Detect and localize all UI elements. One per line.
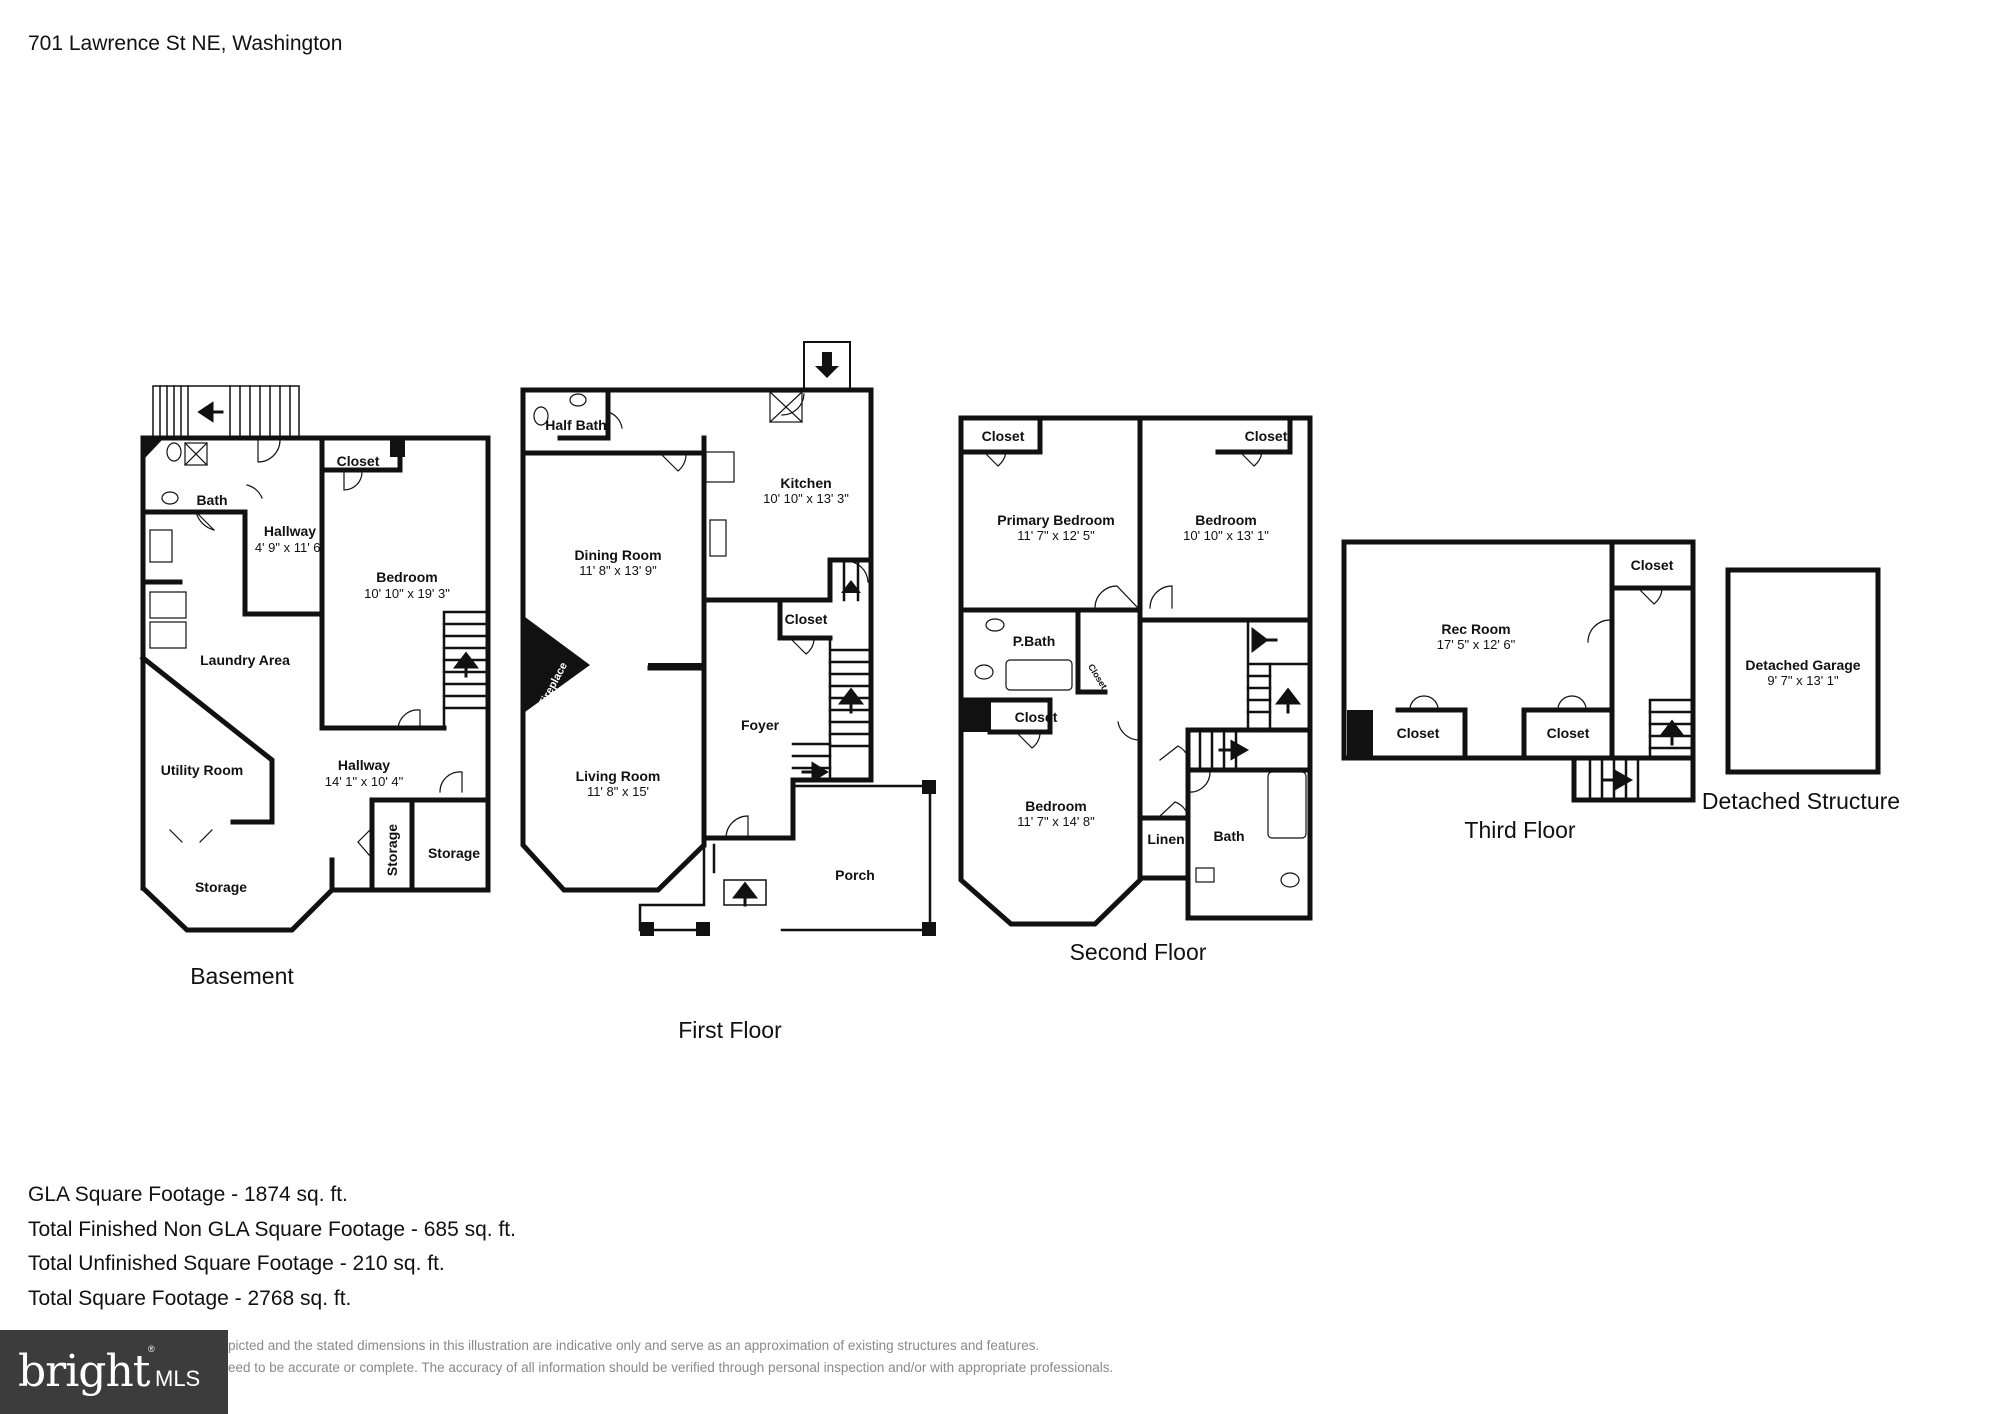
logo-suffix: MLS — [155, 1366, 201, 1391]
room-label: Half Bath — [545, 417, 606, 433]
square-footage-summary: GLA Square Footage - 1874 sq. ft. Total … — [28, 1178, 516, 1316]
stat-line: GLA Square Footage - 1874 sq. ft. — [28, 1183, 348, 1206]
room-label: Bedroom — [1195, 512, 1256, 528]
room-label: Closet — [1547, 725, 1590, 741]
basement-exterior-stairs — [152, 385, 300, 439]
room-label: Rec Room — [1441, 621, 1510, 637]
room-label: Dining Room — [574, 547, 661, 563]
room-label: Closet — [785, 611, 828, 627]
stat-line: Total Square Footage - 2768 sq. ft. — [28, 1286, 352, 1310]
stat-line: Total Finished Non GLA Square Footage - … — [28, 1217, 516, 1241]
room-label: Hallway — [338, 757, 390, 773]
room-label: Closet — [1086, 662, 1109, 691]
floor-label: First Floor — [678, 1017, 782, 1043]
disclaimer-line: picted and the stated dimensions in this… — [228, 1338, 1040, 1353]
room-label: Foyer — [741, 717, 780, 733]
logo-brand: bright — [18, 1346, 150, 1397]
room-dimensions: 11' 8" x 13' 9" — [579, 563, 657, 578]
room-dimensions: 11' 7" x 12' 5" — [1017, 528, 1095, 543]
floor-label: Second Floor — [1070, 939, 1207, 965]
detached-garage-plan — [1725, 567, 1881, 775]
property-address: 701 Lawrence St NE, Washington — [28, 32, 343, 55]
room-dimensions: 10' 10" x 19' 3" — [364, 586, 450, 601]
room-dimensions: 10' 10" x 13' 3" — [763, 491, 849, 506]
floor-label: Third Floor — [1464, 817, 1576, 843]
room-dimensions: 11' 7" x 14' 8" — [1017, 814, 1095, 829]
room-label: Storage — [428, 845, 480, 861]
room-label: Closet — [982, 428, 1025, 444]
basement-plan — [139, 385, 491, 933]
room-label: Laundry Area — [200, 652, 290, 668]
room-label: Closet — [1397, 725, 1440, 741]
room-label: Closet — [1015, 709, 1058, 725]
room-dimensions: 14' 1" x 10' 4" — [325, 774, 404, 789]
room-label: Closet — [1245, 428, 1288, 444]
room-dimensions: 17' 5" x 12' 6" — [1437, 637, 1516, 652]
disclaimer: picted and the stated dimensions in this… — [228, 1335, 1113, 1379]
room-label: Kitchen — [780, 475, 831, 491]
floor-label: Detached Structure — [1702, 788, 1900, 814]
room-label: Bedroom — [376, 569, 437, 585]
logo-registered: ® — [148, 1344, 155, 1354]
bright-mls-logo: bright ® MLS — [0, 1330, 228, 1414]
room-label: Bath — [196, 492, 227, 508]
room-label: Bedroom — [1025, 798, 1086, 814]
floor-label: Basement — [190, 963, 294, 989]
room-dimensions: 11' 8" x 15' — [587, 784, 649, 799]
room-label: Hallway — [264, 523, 316, 539]
room-label: Bath — [1213, 828, 1244, 844]
room-label: Storage — [195, 879, 247, 895]
stat-line: Total Unfinished Square Footage - 210 sq… — [28, 1252, 445, 1275]
room-dimensions: 4' 9" x 11' 6" — [255, 540, 326, 555]
room-label: Closet — [1631, 557, 1674, 573]
room-label: Living Room — [576, 768, 661, 784]
third-floor-plan — [1341, 539, 1696, 803]
first-floor-plan — [520, 341, 936, 936]
room-label: Closet — [337, 453, 380, 469]
disclaimer-line: eed to be accurate or complete. The accu… — [228, 1360, 1114, 1375]
room-label: Porch — [835, 867, 875, 883]
room-label: Utility Room — [161, 762, 243, 778]
room-label: Storage — [384, 824, 400, 876]
room-label: Primary Bedroom — [997, 512, 1114, 528]
room-label: P.Bath — [1013, 633, 1056, 649]
room-label: Linen — [1147, 831, 1184, 847]
room-dimensions: 9' 7" x 13' 1" — [1767, 673, 1839, 688]
second-floor-plan — [958, 415, 1313, 927]
room-label: Detached Garage — [1745, 657, 1860, 673]
room-dimensions: 10' 10" x 13' 1" — [1183, 528, 1269, 543]
